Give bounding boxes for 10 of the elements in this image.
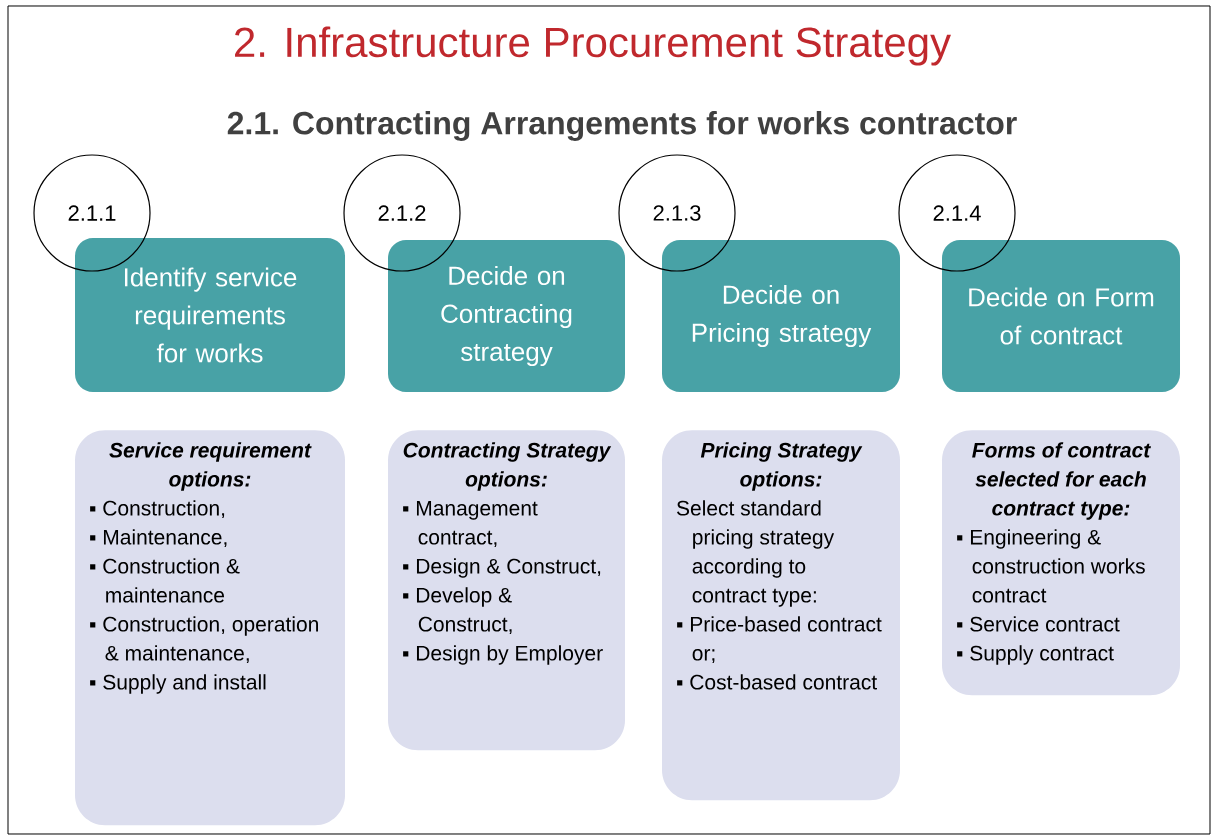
step-box: Identify service requirements for works	[75, 238, 345, 392]
subtitle: 2.1. Contracting Arrangements for works contractor	[227, 111, 1017, 141]
step-box: Decide on Pricing strategy	[662, 240, 900, 392]
options-box: Pricing Strategy options: Select standard pricing strategy according to contract type: ▪ Price-based contract or; ▪ Cost-based contract	[662, 430, 900, 801]
options-box: Forms of contract selected for each contract type: ▪ Engineering & construction works contract ▪ Service contract ▪ Supply contract	[942, 430, 1180, 696]
options-box: Service requirement options: ▪ Construction, ▪ Maintenance, ▪ Construction & maintenance ▪ Construction, operation & maintenance, ▪ Supply and install	[75, 430, 345, 826]
title: 2. Infrastructure Procurement Strategy	[235, 26, 951, 66]
step-box: Decide on Contracting strategy	[388, 240, 625, 392]
step-box: Decide on Form of contract	[942, 240, 1180, 392]
options-box: Contracting Strategy options: ▪ Management contract, ▪ Design & Construct, ▪ Develop & Construct, ▪ Design by Employer	[388, 430, 625, 751]
